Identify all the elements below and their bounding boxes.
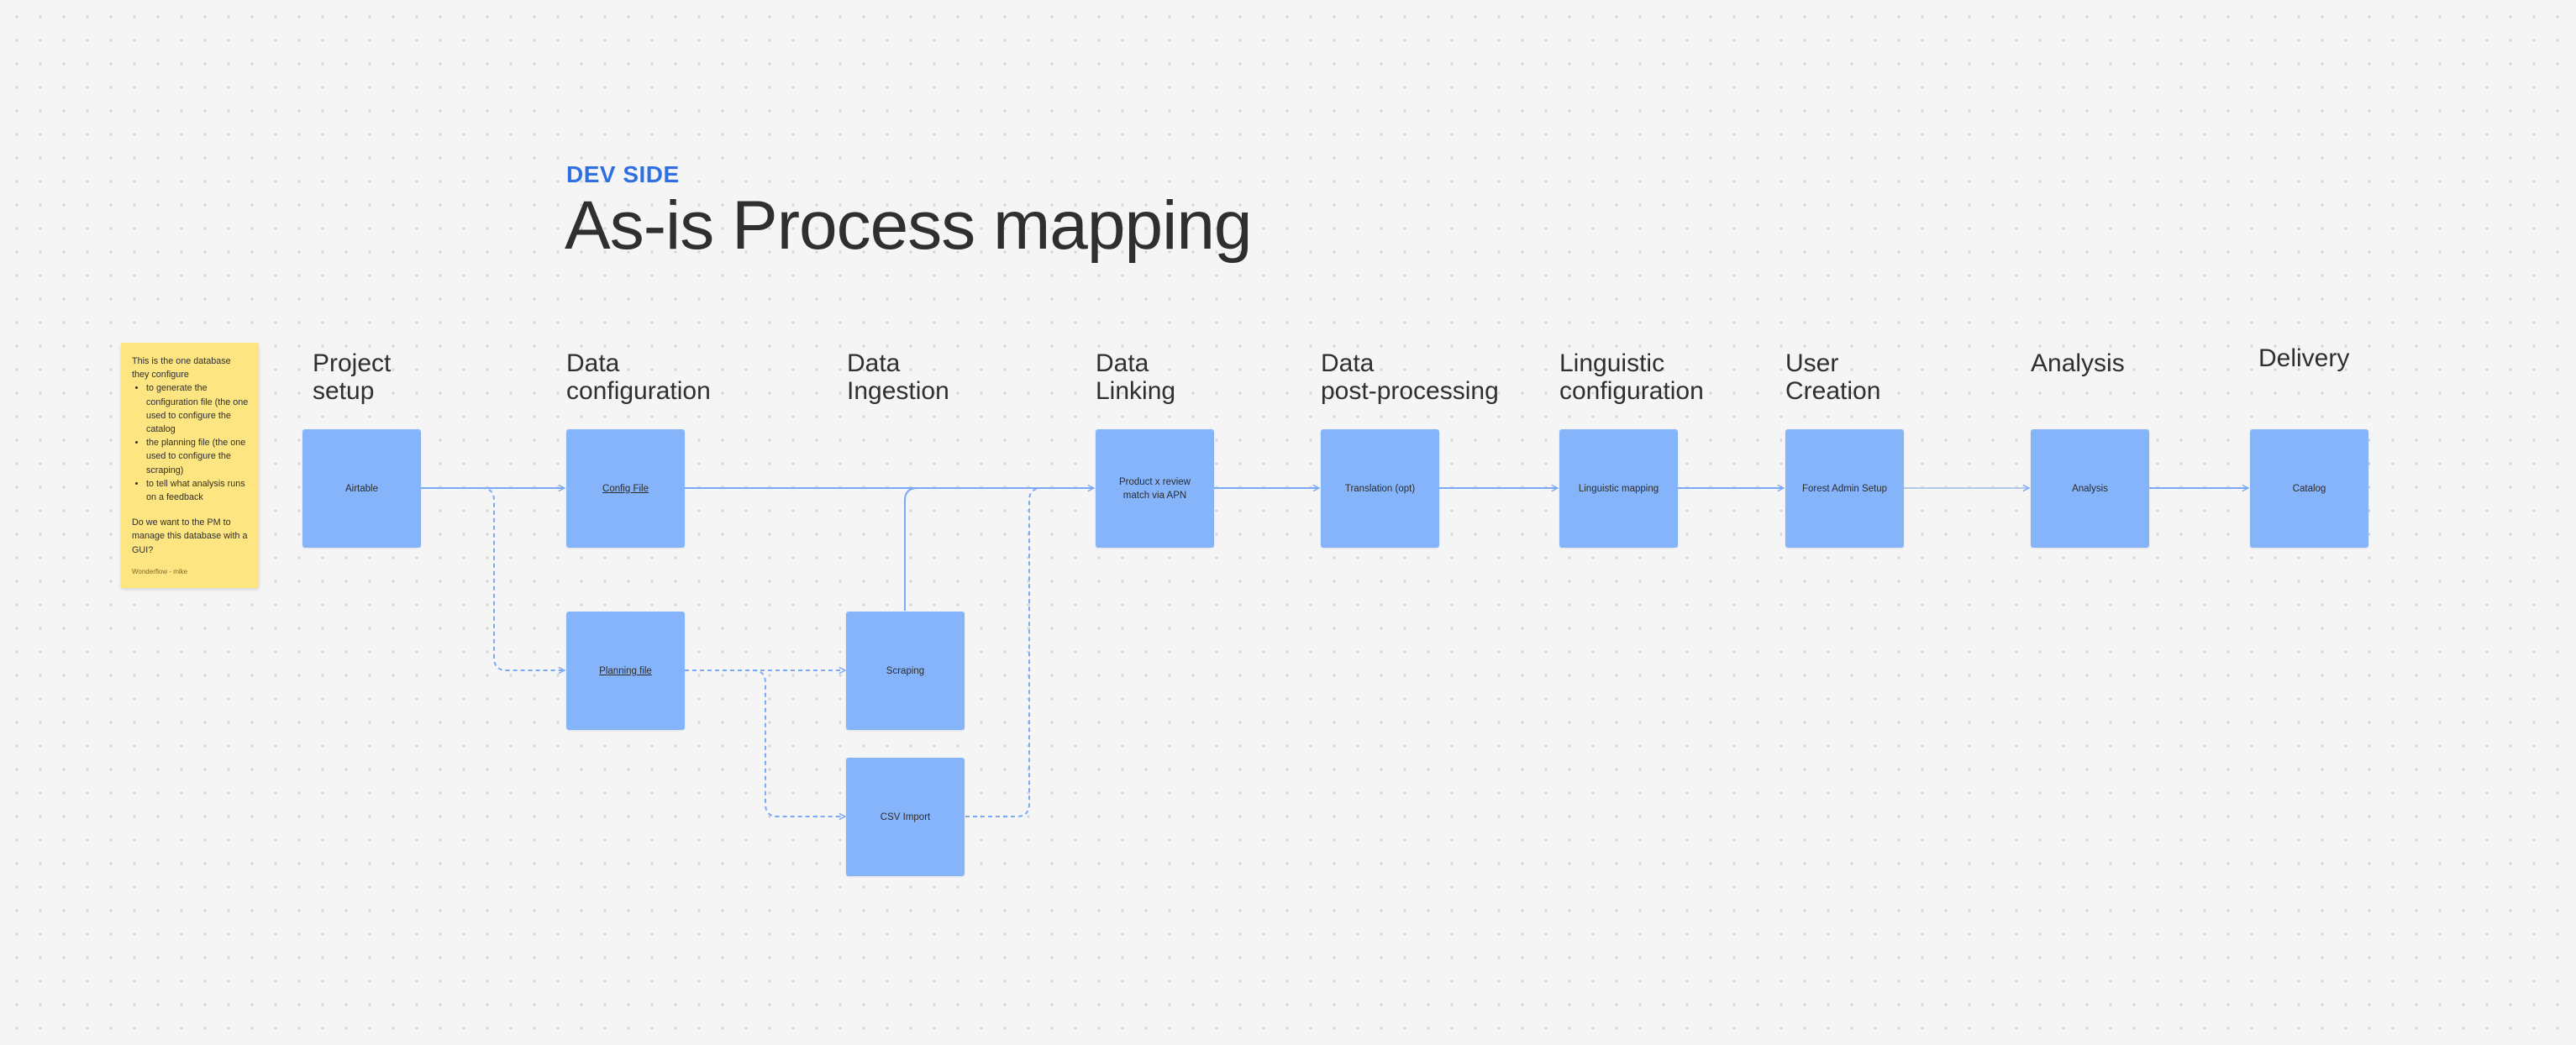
connector-planning-csv bbox=[685, 670, 845, 817]
header-data-linking[interactable]: Data Linking bbox=[1096, 349, 1176, 405]
box-linguistic-mapping[interactable]: Linguistic mapping bbox=[1559, 429, 1678, 548]
box-csv-import[interactable]: CSV Import bbox=[846, 758, 965, 876]
box-airtable[interactable]: Airtable bbox=[302, 429, 421, 548]
sticky-bullet: to tell what analysis runs on a feedback bbox=[146, 477, 249, 504]
box-label: Product x review match via APN bbox=[1118, 476, 1191, 501]
connector-scraping-linking bbox=[904, 487, 1092, 611]
header-project-setup[interactable]: Project setup bbox=[313, 349, 392, 405]
header-data-configuration[interactable]: Data configuration bbox=[566, 349, 711, 405]
sticky-bullet: to generate the configuration file (the … bbox=[146, 381, 249, 436]
header-user-creation[interactable]: User Creation bbox=[1785, 349, 1881, 405]
box-label: Analysis bbox=[2072, 483, 2108, 494]
page-title: As-is Process mapping bbox=[565, 187, 1253, 264]
header-data-post-processing[interactable]: Data post-processing bbox=[1321, 349, 1499, 405]
connector-csv-linking bbox=[965, 487, 1092, 817]
box-forest-admin-setup[interactable]: Forest Admin Setup bbox=[1785, 429, 1904, 548]
box-planning-file[interactable]: Planning file bbox=[566, 612, 685, 730]
sticky-bullet: the planning file (the one used to confi… bbox=[146, 436, 249, 477]
sticky-note[interactable]: This is the one database they configure … bbox=[121, 343, 259, 588]
sticky-question: Do we want to the PM to manage this data… bbox=[132, 517, 248, 555]
header-data-ingestion[interactable]: Data Ingestion bbox=[847, 349, 949, 405]
header-linguistic-configuration[interactable]: Linguistic configuration bbox=[1559, 349, 1704, 405]
connector-airtable-planning bbox=[421, 487, 565, 670]
sticky-intro: This is the one database they configure bbox=[132, 356, 231, 381]
sticky-bullet-list: to generate the configuration file (the … bbox=[132, 381, 249, 504]
box-label: Translation (opt) bbox=[1344, 483, 1416, 494]
box-label: Scraping bbox=[886, 665, 925, 676]
box-product-review-match[interactable]: Product x review match via APN bbox=[1096, 429, 1214, 548]
header-delivery[interactable]: Delivery bbox=[2258, 344, 2350, 372]
config-file-link[interactable]: Config File bbox=[602, 483, 649, 494]
box-label: Forest Admin Setup bbox=[1802, 483, 1887, 494]
planning-file-link[interactable]: Planning file bbox=[599, 665, 652, 676]
box-scraping[interactable]: Scraping bbox=[846, 612, 965, 730]
sticky-author: Wonderflow - mike bbox=[132, 567, 188, 575]
box-analysis[interactable]: Analysis bbox=[2031, 429, 2149, 548]
box-label: CSV Import bbox=[880, 811, 931, 822]
box-catalog[interactable]: Catalog bbox=[2250, 429, 2368, 548]
box-config-file[interactable]: Config File bbox=[566, 429, 685, 548]
box-label: Linguistic mapping bbox=[1578, 483, 1659, 494]
box-label: Airtable bbox=[345, 483, 378, 494]
section-eyebrow: DEV SIDE bbox=[566, 161, 680, 187]
box-translation[interactable]: Translation (opt) bbox=[1321, 429, 1439, 548]
box-label: Catalog bbox=[2292, 483, 2326, 494]
header-analysis[interactable]: Analysis bbox=[2031, 349, 2125, 377]
